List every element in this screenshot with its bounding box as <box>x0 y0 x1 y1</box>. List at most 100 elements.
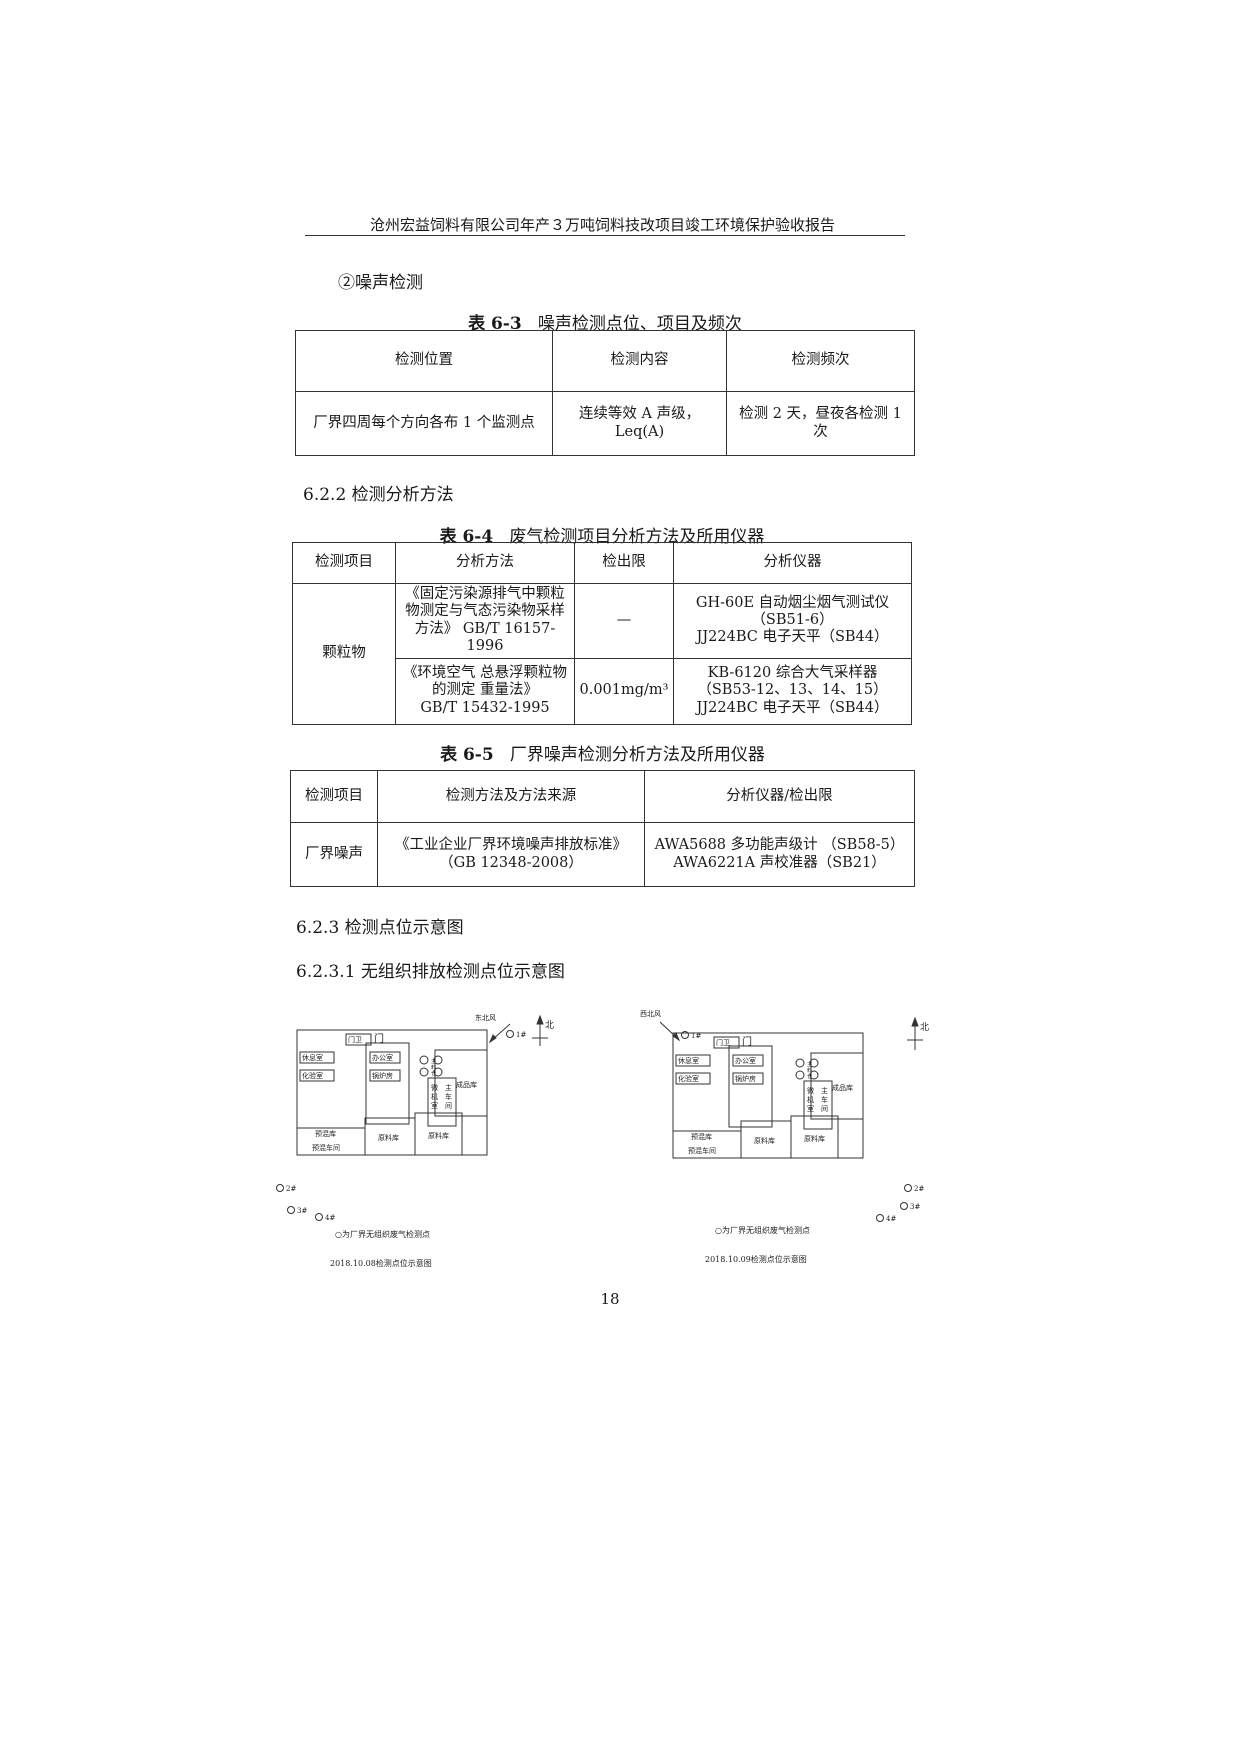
table-header-cell: 检测项目 <box>290 770 378 823</box>
cell-line: （SB53-12、13、14、15） <box>697 682 888 699</box>
noise-frequency-cell: 检测 2 天，昼夜各检测 1 次 <box>726 391 915 456</box>
table-header-cell: 检测位置 <box>295 330 553 392</box>
lab-box <box>675 1072 711 1085</box>
office-label: 办公室 <box>372 1053 393 1062</box>
silo-label: 主 <box>431 1058 436 1065</box>
main-workshop-label: 主 <box>821 1086 828 1095</box>
raw-store-label: 原料库 <box>428 1131 449 1140</box>
north-label: 北 <box>920 1022 929 1033</box>
diagram-legend: ○为厂界无组织废气检测点 <box>335 1229 430 1239</box>
monitoring-diagram-1: 门卫 门 休息室 化验室 办公室 锅炉房 成品库 主 料 仓 微 机 室 主 车… <box>276 1013 554 1268</box>
gate-label: 门 <box>742 1035 752 1048</box>
gate-guard-label: 门卫 <box>348 1035 362 1044</box>
table-header-cell: 分析方法 <box>395 542 575 584</box>
table-header-cell: 检测内容 <box>552 330 727 392</box>
limit-cell: — <box>574 583 674 659</box>
monitor-point-4-label: 4# <box>886 1215 896 1223</box>
office-label: 办公室 <box>735 1056 756 1065</box>
monitor-point-1-label: 1# <box>516 1031 526 1039</box>
finished-store-block <box>810 1052 864 1120</box>
table-header-cell: 分析仪器 <box>673 542 912 584</box>
cell-line: 《环境空气 总悬浮颗粒物 <box>402 664 568 681</box>
silo-icon <box>809 1070 819 1080</box>
monitor-point-3-icon <box>287 1206 295 1214</box>
silo-icon <box>809 1058 819 1068</box>
raw-store-block-right <box>414 1112 463 1156</box>
cell-line: GH-60E 自动烟尘烟气测试仪 <box>695 594 890 611</box>
monitor-point-3-label: 3# <box>297 1207 307 1215</box>
cell-line: KB-6120 综合大气采样器 <box>707 664 878 681</box>
method-cell: 《环境空气 总悬浮颗粒物 的测定 重量法》 GB/T 15432-1995 <box>395 657 575 725</box>
cell-line: 连续等效 A 声级， <box>578 406 701 423</box>
north-arrow-icon <box>536 1014 544 1025</box>
cell-line: （SB51-6） <box>751 612 834 629</box>
cell-line: AWA5688 多功能声级计 （SB58-5） <box>654 837 905 854</box>
silo-icon <box>433 1067 443 1077</box>
main-workshop-label: 主 <box>445 1083 452 1092</box>
gate-label: 门 <box>374 1032 384 1045</box>
lounge-label: 休息室 <box>302 1053 323 1062</box>
main-workshop-label: 间 <box>821 1105 828 1113</box>
particulate-item-cell: 颗粒物 <box>292 583 396 725</box>
finished-store-label: 成品库 <box>832 1083 853 1092</box>
north-label: 北 <box>545 1020 554 1031</box>
monitor-point-4-label: 4# <box>325 1214 335 1222</box>
monitor-point-2-icon <box>904 1184 912 1192</box>
page-number: 18 <box>600 1290 620 1308</box>
silo-icon <box>795 1058 805 1068</box>
premix-store-label: 预混库 <box>691 1132 712 1141</box>
main-workshop-label: 车 <box>821 1095 828 1104</box>
main-workshop-label: 车 <box>445 1092 452 1101</box>
boiler-box <box>732 1072 764 1085</box>
table-6-3-number: 表 6-3 <box>468 314 522 334</box>
noise-instrument-cell: AWA5688 多功能声级计 （SB58-5） AWA6221A 声校准器（SB… <box>644 822 915 887</box>
cell-line: JJ224BC 电子天平（SB44） <box>696 629 889 646</box>
office-box <box>369 1051 401 1064</box>
micro-room-label: 室 <box>431 1101 438 1110</box>
silo-label: 主 <box>807 1061 812 1068</box>
premix-workshop-label: 预混车间 <box>688 1146 716 1155</box>
office-block <box>365 1042 410 1125</box>
method-cell: 《固定污染源排气中颗粒 物测定与气态污染物采样 方法》 GB/T 16157-1… <box>395 583 575 659</box>
wind-direction-label: 东北风 <box>475 1013 496 1022</box>
boiler-label: 锅炉房 <box>372 1071 393 1080</box>
monitor-point-3-icon <box>900 1202 908 1210</box>
lounge-label: 休息室 <box>678 1056 699 1065</box>
main-workshop-label: 间 <box>445 1102 452 1110</box>
section-6-2-2-heading: 6.2.2 检测分析方法 <box>303 485 454 505</box>
diagram-legend: ○为厂界无组织废气检测点 <box>715 1225 810 1235</box>
micro-room-label: 微 <box>807 1086 814 1095</box>
cell-line: JJ224BC 电子天平（SB44） <box>696 699 889 716</box>
cell-line: 《工业企业厂界环境噪声排放标准》 <box>395 837 627 854</box>
table-6-3-caption: 表 6-3 噪声检测点位、项目及频次 <box>295 309 915 334</box>
table-6-5-number: 表 6-5 <box>440 745 494 765</box>
monitor-point-2-label: 2# <box>286 1185 296 1193</box>
section-6-2-3-1-heading: 6.2.3.1 无组织排放检测点位示意图 <box>296 962 565 982</box>
table-header-cell: 分析仪器/检出限 <box>644 770 915 823</box>
limit-cell: 0.001mg/m³ <box>574 657 674 725</box>
table-header-cell: 检测项目 <box>292 542 396 584</box>
noise-position-cell: 厂界四周每个方向各布 1 个监测点 <box>295 391 553 456</box>
micro-room-label: 机 <box>807 1095 814 1104</box>
micro-room-label: 机 <box>431 1092 438 1101</box>
table-6-4: 检测项目 分析方法 检出限 分析仪器 颗粒物 《固定污染源排气中颗粒 物测定与气… <box>292 542 912 725</box>
cell-line: 物测定与气态污染物采样 <box>405 603 565 620</box>
section-6-2-3-heading: 6.2.3 检测点位示意图 <box>296 918 464 938</box>
silo-icon <box>795 1070 805 1080</box>
table-6-5: 检测项目 检测方法及方法来源 分析仪器/检出限 厂界噪声 《工业企业厂界环境噪声… <box>290 770 915 887</box>
finished-store-label: 成品库 <box>456 1080 477 1089</box>
monitor-point-3-label: 3# <box>910 1203 920 1211</box>
boiler-label: 锅炉房 <box>735 1074 756 1083</box>
monitor-point-2-icon <box>276 1184 284 1192</box>
silo-label: 料 <box>431 1064 436 1071</box>
table-6-3: 检测位置 检测内容 检测频次 厂界四周每个方向各布 1 个监测点 连续等效 A … <box>295 330 915 456</box>
cell-line: AWA6221A 声校准器（SB21） <box>673 854 886 871</box>
silo-label: 仓 <box>807 1073 812 1080</box>
wind-arrow-icon <box>488 1034 497 1044</box>
monitor-point-1-icon <box>681 1031 689 1039</box>
boiler-box <box>369 1069 401 1082</box>
raw-store-label: 原料库 <box>754 1136 775 1145</box>
cell-line: 《固定污染源排气中颗粒 <box>405 586 565 602</box>
table-header-cell: 检出限 <box>574 542 674 584</box>
micro-room-label: 室 <box>807 1104 814 1113</box>
